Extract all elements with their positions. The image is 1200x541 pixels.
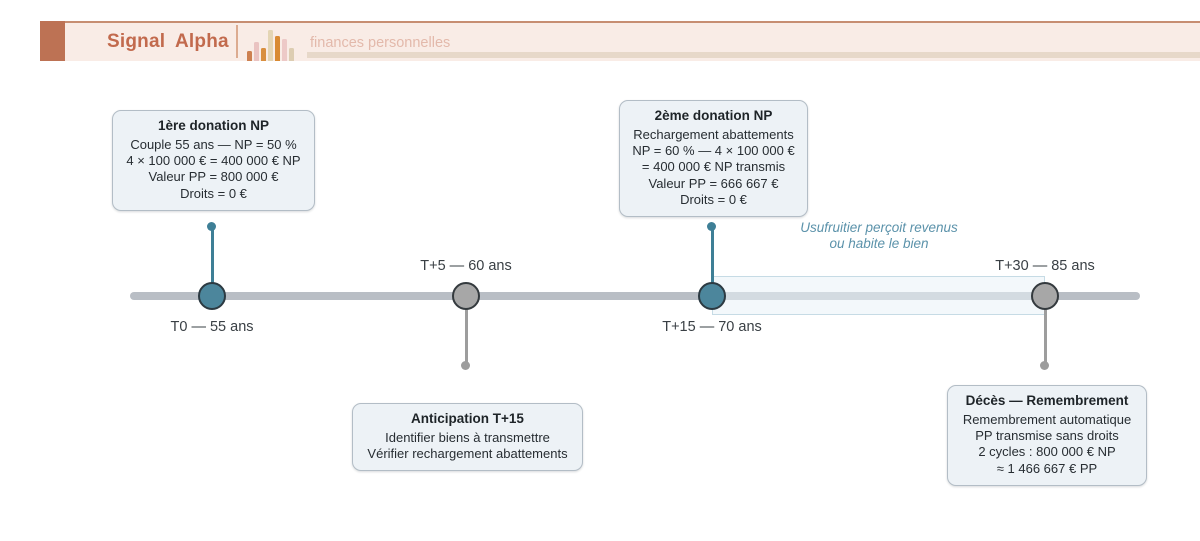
brand-name: Signal Alpha	[107, 31, 229, 52]
callout-deces-remembrement: Décès — Remembrement Remembrement automa…	[947, 385, 1147, 486]
icon-bar	[261, 48, 266, 61]
callout-title: Décès — Remembrement	[965, 393, 1129, 408]
bar-chart-icon	[247, 30, 294, 61]
icon-bar	[268, 30, 273, 61]
callout-anticipation: Anticipation T+15 Identifier biens à tra…	[352, 403, 583, 472]
connector-stem-t0	[210, 228, 214, 296]
timeline-node-t30	[1031, 282, 1059, 310]
callout-line: PP transmise sans droits	[975, 428, 1119, 444]
callout-title: 1ère donation NP	[157, 118, 270, 133]
brand-logo-square	[40, 21, 65, 61]
callout-line: Rechargement abattements	[633, 127, 794, 142]
timeline-label-t15: T+15 — 70 ans	[662, 319, 762, 335]
connector-stem-t15	[710, 228, 714, 296]
callout-line: Identifier biens à transmettre	[385, 430, 550, 445]
timeline-label-t0: T0 — 55 ans	[170, 319, 254, 335]
connector-dot-t30	[1040, 361, 1049, 370]
callout-line: Valeur PP = 666 667 €	[648, 175, 779, 191]
callout-line: Droits = 0 €	[180, 185, 247, 201]
callout-line: Remembrement automatique	[962, 412, 1132, 427]
icon-bar	[275, 36, 280, 61]
connector-stem-t5	[464, 300, 468, 362]
icon-bar	[289, 48, 294, 61]
callout-line: Couple 55 ans — NP = 50 %	[130, 137, 297, 152]
callout-line: Valeur PP = 800 000 €	[148, 169, 279, 185]
callout-line: NP = 60 % — 4 × 100 000 €	[632, 143, 795, 159]
connector-dot-t0	[207, 222, 216, 231]
callout-line: ≈ 1 466 667 € PP	[996, 460, 1098, 476]
usufruct-annotation-line2: ou habite le bien	[829, 235, 929, 251]
header-subtitle: finances personnelles	[310, 35, 451, 51]
usufruct-annotation-line1: Usufruitier perçoit revenus	[800, 220, 958, 235]
icon-bar	[282, 39, 287, 61]
usufruct-period-band	[712, 276, 1045, 315]
timeline-label-t5: T+5 — 60 ans	[420, 258, 512, 274]
header-divider	[236, 25, 238, 58]
connector-dot-t15	[707, 222, 716, 231]
connector-dot-t5	[461, 361, 470, 370]
timeline-bar	[130, 292, 1140, 300]
callout-line: = 400 000 € NP transmis	[641, 159, 786, 175]
usufruct-annotation: Usufruitier perçoit revenus ou habite le…	[800, 220, 958, 251]
timeline-label-t30: T+30 — 85 ans	[995, 258, 1095, 274]
callout-line: 2 cycles : 800 000 € NP	[978, 444, 1116, 460]
callout-title: Anticipation T+15	[411, 411, 524, 426]
header-rule	[307, 52, 1200, 58]
connector-stem-t30	[1043, 300, 1047, 362]
callout-line: Droits = 0 €	[680, 191, 747, 207]
timeline-node-t0	[198, 282, 226, 310]
callout-title: 2ème donation NP	[654, 108, 773, 123]
icon-bar	[247, 51, 252, 61]
icon-bar	[254, 42, 259, 61]
timeline-node-t15	[698, 282, 726, 310]
callout-donation-1: 1ère donation NP Couple 55 ans — NP = 50…	[112, 110, 315, 211]
callout-line: 4 × 100 000 € = 400 000 € NP	[126, 153, 301, 169]
callout-donation-2: 2ème donation NP Rechargement abattement…	[619, 100, 808, 218]
timeline-node-t5	[452, 282, 480, 310]
callout-line: Vérifier rechargement abattements	[367, 446, 568, 462]
